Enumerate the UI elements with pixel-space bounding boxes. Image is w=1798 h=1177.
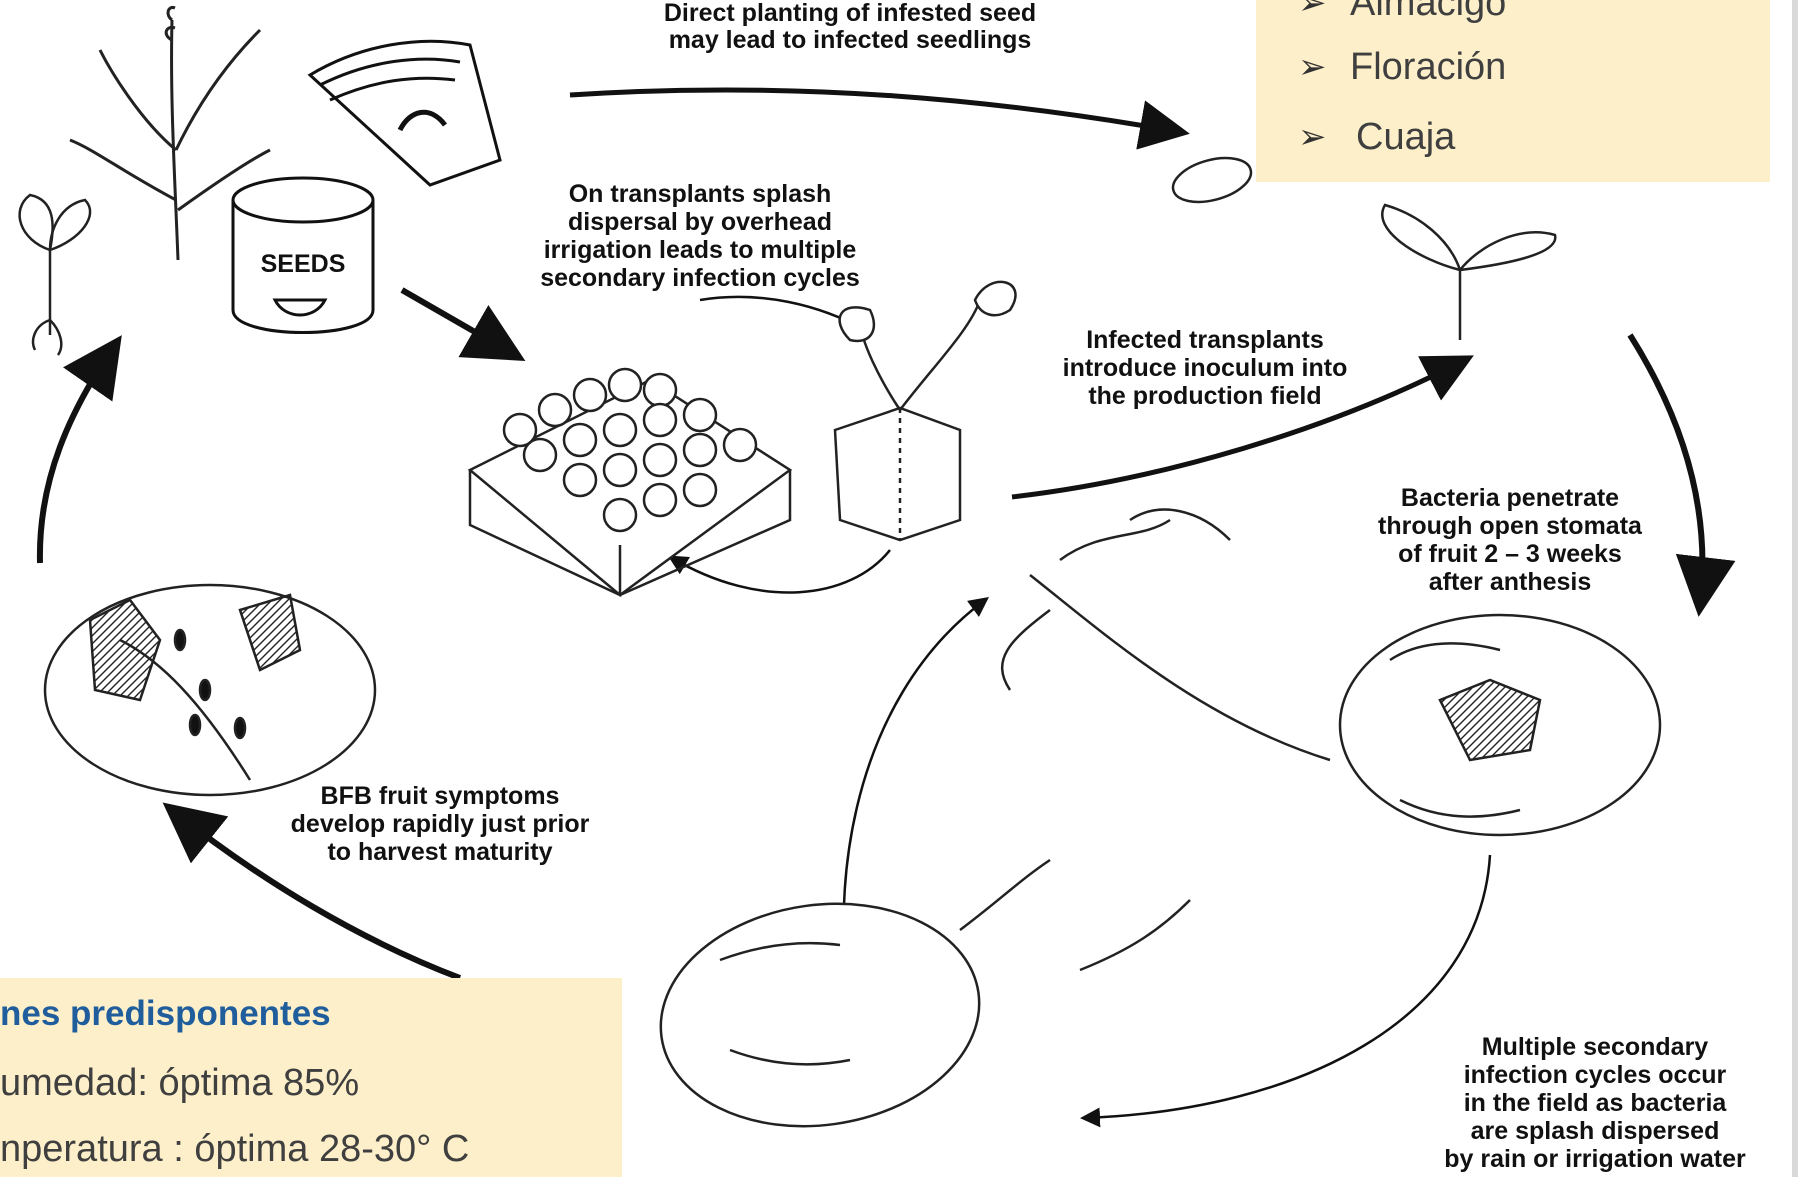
- condition-item: umedad: óptima 85%: [0, 1062, 360, 1104]
- caption-line: irrigation leads to multiple: [543, 236, 857, 264]
- seed-can-label: SEEDS: [261, 250, 346, 278]
- stage-item: ➢ Almácigo: [1298, 0, 1506, 22]
- caption-bacteria-penetrate: Bacteria penetrate through open stomata …: [1330, 484, 1690, 596]
- arrow-symptoms-to-seed: [36, 335, 122, 564]
- stage-item-label: Cuaja: [1356, 116, 1456, 158]
- field-fruit-bottom-illustration: [659, 902, 981, 1128]
- arrow-seeds-to-tray: [400, 287, 526, 361]
- caption-line: may lead to infected seedlings: [668, 26, 1032, 54]
- arrow-direct-planting: [569, 87, 1190, 150]
- caption-line: the production field: [1088, 382, 1322, 410]
- right-seedling-illustration: [1381, 203, 1557, 340]
- stage-item: ➢ Cuaja: [1298, 118, 1455, 156]
- arrow-bullet-icon: ➢: [1298, 118, 1327, 156]
- caption-line: develop rapidly just prior: [290, 810, 590, 838]
- caption-line: BFB fruit symptoms: [320, 782, 560, 810]
- arrow-to-symptoms: [162, 802, 462, 981]
- caption-line: dispersal by overhead: [567, 208, 832, 236]
- arrow-seedling-to-fruit: [1627, 333, 1736, 617]
- caption-direct-planting: Direct planting of infested seed may lea…: [580, 0, 1120, 54]
- conditions-title: nes predisponentes: [0, 994, 331, 1033]
- seed-illustration: [1171, 156, 1253, 204]
- grain-plant-illustration: [69, 5, 271, 261]
- caption-bfb-symptoms: BFB fruit symptoms develop rapidly just …: [240, 782, 640, 866]
- transplant-pot-illustration: [833, 280, 1017, 542]
- arrow-splash-loop-bottom: [667, 549, 891, 594]
- arrow-bullet-icon: ➢: [1298, 0, 1327, 22]
- symptomatic-fruit-illustration: [43, 583, 377, 797]
- arrow-bullet-icon: ➢: [1298, 48, 1327, 86]
- stage-item-label: Almácigo: [1350, 0, 1507, 24]
- seedling-tray-illustration: [467, 367, 793, 597]
- caption-multiple-secondary: Multiple secondary infection cycles occu…: [1395, 1033, 1795, 1173]
- caption-line: in the field as bacteria: [1463, 1089, 1727, 1117]
- stage-item: ➢ Floración: [1298, 48, 1506, 86]
- caption-line: Bacteria penetrate: [1400, 484, 1620, 512]
- window-edge: [1792, 0, 1798, 1177]
- arrow-transplants-to-field: [1011, 355, 1474, 500]
- caption-transplants-splash: On transplants splash dispersal by overh…: [485, 180, 915, 292]
- caption-line: of fruit 2 – 3 weeks: [1398, 540, 1622, 568]
- caption-line: Direct planting of infested seed: [663, 0, 1037, 27]
- caption-line: after anthesis: [1428, 568, 1592, 596]
- caption-line: through open stomata: [1378, 512, 1642, 540]
- caption-line: infection cycles occur: [1463, 1061, 1727, 1089]
- caption-line: to harvest maturity: [327, 838, 553, 866]
- stages-box: ➢ Almácigo ➢ Floración ➢ Cuaja: [1256, 0, 1770, 182]
- caption-line: Infected transplants: [1086, 326, 1324, 354]
- field-fruit-illustration: [1338, 613, 1662, 837]
- caption-line: secondary infection cycles: [540, 264, 860, 292]
- vine-illustration: [959, 508, 1331, 972]
- conditions-box: nes predisponentes umedad: óptima 85% np…: [0, 978, 622, 1177]
- left-seedling-illustration: [18, 193, 92, 356]
- caption-line: introduce inoculum into: [1062, 354, 1348, 382]
- caption-line: Multiple secondary: [1481, 1033, 1709, 1061]
- condition-item: nperatura : óptima 28-30° C: [0, 1128, 470, 1170]
- seed-can-illustration: [231, 176, 375, 334]
- watermelon-slice-illustration: [307, 39, 502, 187]
- caption-line: by rain or irrigation water: [1444, 1145, 1746, 1173]
- stage-item-label: Floración: [1350, 46, 1507, 88]
- caption-line: are splash dispersed: [1470, 1117, 1720, 1145]
- caption-line: On transplants splash: [568, 180, 832, 208]
- arrow-field-loop-right: [1080, 854, 1492, 1128]
- caption-infected-transplants: Infected transplants introduce inoculum …: [1020, 326, 1390, 410]
